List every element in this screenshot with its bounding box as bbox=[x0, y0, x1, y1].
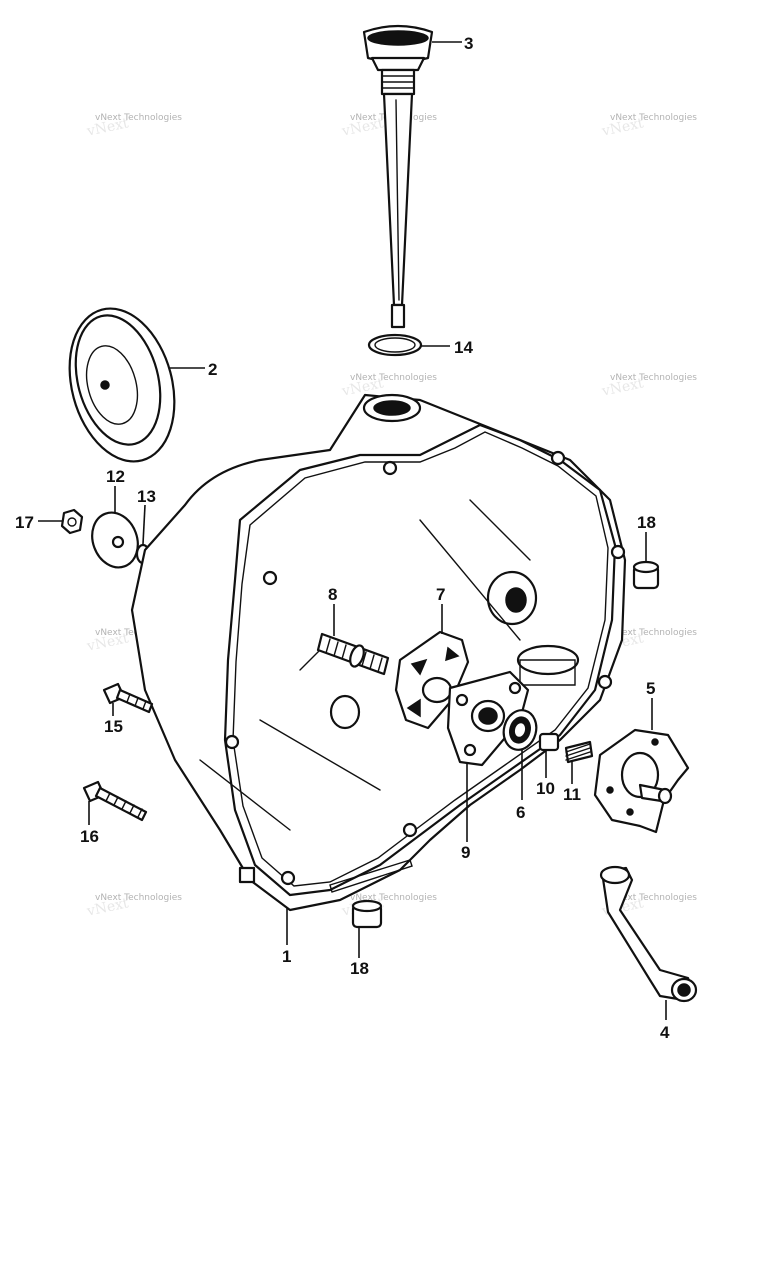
callout-3: 3 bbox=[464, 34, 473, 53]
washer-plate-part bbox=[91, 511, 139, 569]
callout-10: 10 bbox=[536, 779, 555, 798]
dipstick-part bbox=[362, 24, 434, 329]
retainer-plate-part bbox=[446, 670, 530, 767]
callout-14: 14 bbox=[454, 338, 473, 357]
oil-seal-part bbox=[502, 709, 538, 751]
svg-text:vNext Technologies: vNext Technologies bbox=[350, 373, 437, 383]
short-bolt-part bbox=[102, 682, 154, 714]
callout-15: 15 bbox=[104, 717, 123, 736]
callout-7: 7 bbox=[436, 585, 445, 604]
collar-part bbox=[538, 732, 560, 752]
dowel-pin-part-top bbox=[632, 560, 660, 590]
callout-2: 2 bbox=[208, 360, 217, 379]
svg-text:vNext Technologies: vNext Technologies bbox=[95, 893, 182, 903]
svg-text:vNext Technologies: vNext Technologies bbox=[610, 113, 697, 123]
stud-bolt-part bbox=[316, 632, 390, 676]
o-ring-part bbox=[367, 333, 423, 357]
callout-8: 8 bbox=[328, 585, 337, 604]
lifter-arm-part bbox=[599, 865, 698, 1003]
callout-labels: 3 14 2 17 12 13 18 8 7 5 15 10 11 6 16 9… bbox=[15, 34, 670, 1042]
leader-13 bbox=[142, 504, 146, 545]
callout-16: 16 bbox=[80, 827, 99, 846]
callout-9: 9 bbox=[461, 843, 470, 862]
callout-17: 17 bbox=[15, 513, 34, 532]
callout-1: 1 bbox=[282, 947, 291, 966]
dowel-pin-part-bottom bbox=[351, 899, 383, 929]
svg-text:vNext Technologies: vNext Technologies bbox=[610, 628, 697, 638]
svg-text:vNext Technologies: vNext Technologies bbox=[95, 113, 182, 123]
svg-text:vNext Technologies: vNext Technologies bbox=[350, 893, 437, 903]
callout-11: 11 bbox=[563, 785, 581, 804]
long-bolt-part bbox=[82, 780, 148, 822]
leader-lines bbox=[38, 41, 667, 1020]
spring-part bbox=[564, 740, 594, 764]
callout-4: 4 bbox=[660, 1023, 670, 1042]
lifter-cam-part bbox=[593, 728, 690, 834]
callout-6: 6 bbox=[516, 803, 525, 822]
callout-18a: 18 bbox=[637, 513, 656, 532]
callout-12: 12 bbox=[106, 467, 125, 486]
svg-text:vNext Technologies: vNext Technologies bbox=[610, 373, 697, 383]
callout-18b: 18 bbox=[350, 959, 369, 978]
filter-rotor-part bbox=[68, 307, 176, 463]
nut-part bbox=[60, 508, 84, 535]
svg-text:vNext Technologies: vNext Technologies bbox=[610, 893, 697, 903]
callout-5: 5 bbox=[646, 679, 655, 698]
callout-13: 13 bbox=[137, 487, 156, 506]
crankcase-cover-part bbox=[130, 393, 627, 912]
